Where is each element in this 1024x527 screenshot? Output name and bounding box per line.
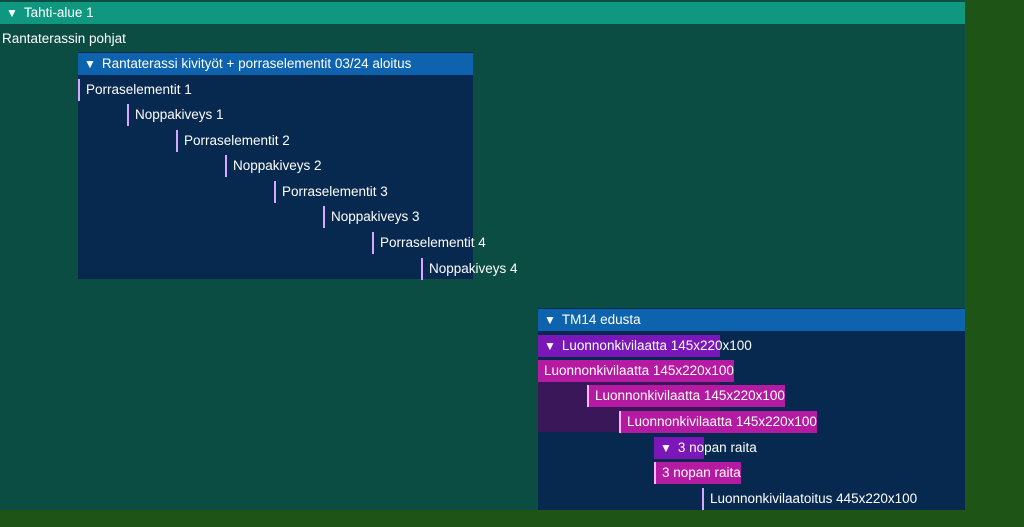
task-bar[interactable]: Porraselementit 4	[372, 232, 486, 254]
caret-down-icon[interactable]: ▼	[544, 313, 556, 327]
group-header-rantaterassi[interactable]: ▼ Rantaterassi kivityöt + porraselementit…	[78, 53, 473, 75]
caret-down-icon[interactable]: ▼	[84, 57, 96, 71]
group-header-label: TM14 edusta	[561, 312, 641, 327]
subgroup-header-3-nopan-raita[interactable]: ▼ 3 nopan raita	[654, 437, 757, 459]
group-header-label: Rantaterassi kivityöt + porraselementit …	[101, 56, 412, 71]
summary-task[interactable]: Rantaterassin pohjat	[0, 28, 126, 50]
task-bar[interactable]: Luonnonkivilaatta 145x220x100	[587, 385, 785, 407]
caret-down-icon[interactable]: ▼	[660, 441, 672, 455]
group-header-tm14[interactable]: ▼ TM14 edusta	[538, 309, 965, 331]
subgroup-header-luonnonkivilaatta[interactable]: ▼ Luonnonkivilaatta 145x220x100	[538, 335, 752, 357]
task-label: Porraselementit 1	[86, 82, 192, 97]
root-group-label: Tahti-alue 1	[23, 5, 94, 20]
caret-down-icon[interactable]: ▼	[544, 339, 556, 353]
subgroup-header-label: 3 nopan raita	[677, 440, 757, 455]
task-bar[interactable]: Noppakiveys 2	[225, 155, 322, 177]
task-label: Luonnonkivilaatta 145x220x100	[595, 388, 785, 403]
task-bar[interactable]: Porraselementit 3	[274, 181, 388, 203]
subgroup-header-label: Luonnonkivilaatta 145x220x100	[561, 338, 752, 353]
group-panel-rantaterassi	[78, 52, 473, 279]
task-label: Noppakiveys 1	[135, 107, 224, 122]
task-label: Porraselementit 4	[380, 235, 486, 250]
task-label: Luonnonkivilaatta 145x220x100	[544, 363, 734, 378]
task-bar[interactable]: Porraselementit 2	[176, 130, 290, 152]
task-label: Luonnonkivilaatoitus 445x220x100	[710, 491, 918, 506]
task-label: Porraselementit 3	[282, 184, 388, 199]
task-bar[interactable]: 3 nopan raita	[654, 462, 741, 484]
task-label: Luonnonkivilaatta 145x220x100	[627, 414, 817, 429]
task-label: Noppakiveys 4	[429, 261, 518, 276]
task-bar[interactable]: Noppakiveys 3	[323, 206, 420, 228]
task-label: 3 nopan raita	[662, 465, 741, 480]
task-bar[interactable]: Luonnonkivilaatta 145x220x100	[538, 360, 734, 382]
task-bar[interactable]: Luonnonkivilaatoitus 445x220x100	[702, 488, 950, 510]
task-bar[interactable]: Luonnonkivilaatta 145x220x100	[619, 411, 817, 433]
task-label: Noppakiveys 3	[331, 209, 420, 224]
task-bar[interactable]: Porraselementit 1	[78, 79, 192, 101]
caret-down-icon[interactable]: ▼	[6, 6, 18, 20]
task-label: Noppakiveys 2	[233, 158, 322, 173]
summary-task-label: Rantaterassin pohjat	[2, 31, 126, 46]
task-label: Porraselementit 2	[184, 133, 290, 148]
root-group-header[interactable]: ▼ Tahti-alue 1	[0, 2, 965, 24]
task-bar[interactable]: Noppakiveys 1	[127, 104, 224, 126]
task-bar[interactable]: Noppakiveys 4	[421, 258, 518, 280]
